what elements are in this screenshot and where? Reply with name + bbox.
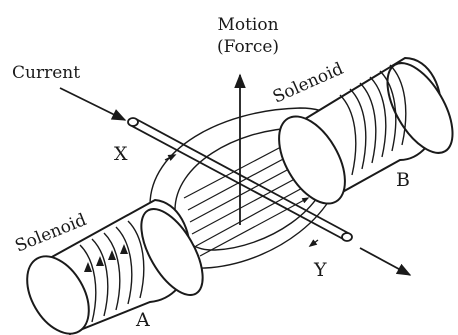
end-b-label: B (396, 169, 410, 191)
current-arrow-out (360, 248, 410, 275)
end-y-label: Y (313, 259, 327, 281)
force-label: (Force) (217, 37, 279, 57)
motion-label: Motion (217, 15, 278, 35)
solenoid-b (265, 53, 458, 215)
end-x-label: X (114, 143, 128, 165)
end-a-label: A (135, 309, 150, 331)
current-arrow-in (60, 88, 125, 120)
current-label: Current (12, 63, 80, 83)
solenoid-a (14, 199, 215, 335)
